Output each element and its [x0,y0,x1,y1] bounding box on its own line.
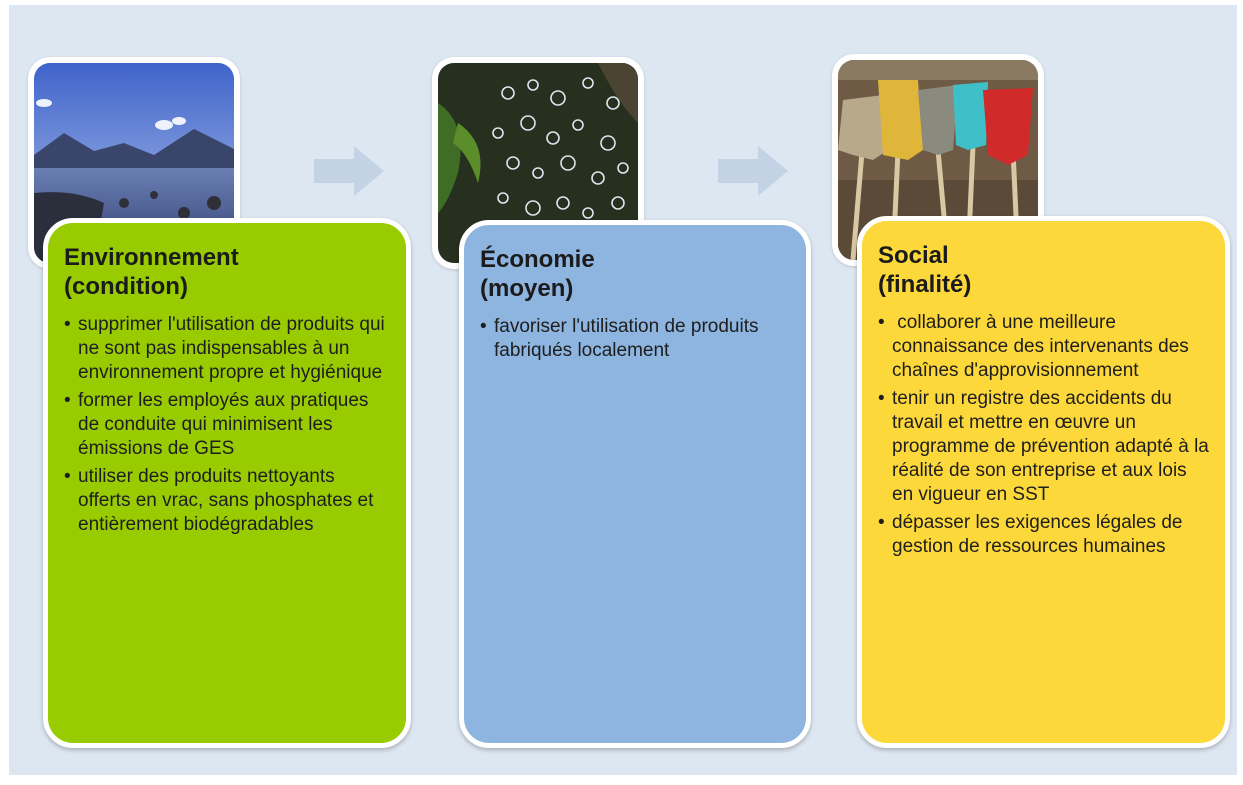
arrow-right-icon [314,146,384,196]
environment-list: supprimer l'utilisation de produits qui … [64,313,390,537]
environment-card: Environnement (condition) supprimer l'ut… [43,218,411,748]
list-item: utiliser des produits nettoyants offerts… [64,465,390,537]
arrow-right-icon [718,146,788,196]
list-item: tenir un registre des accidents du trava… [878,387,1209,507]
social-card: Social (finalité) collaborer à une meill… [857,216,1230,748]
social-title: Social (finalité) [878,242,972,298]
list-item: favoriser l'utilisation de produits fabr… [480,315,790,363]
environment-title: Environnement (condition) [64,244,239,300]
economy-card: Économie (moyen) favoriser l'utilisation… [459,220,811,748]
economy-title: Économie (moyen) [480,246,595,302]
economy-list: favoriser l'utilisation de produits fabr… [480,315,790,363]
social-list: collaborer à une meilleure connaissance … [878,311,1209,559]
list-item: former les employés aux pratiques de con… [64,389,390,461]
list-item: dépasser les exigences légales de gestio… [878,511,1209,559]
list-item: supprimer l'utilisation de produits qui … [64,313,390,385]
list-item: collaborer à une meilleure connaissance … [878,311,1209,383]
